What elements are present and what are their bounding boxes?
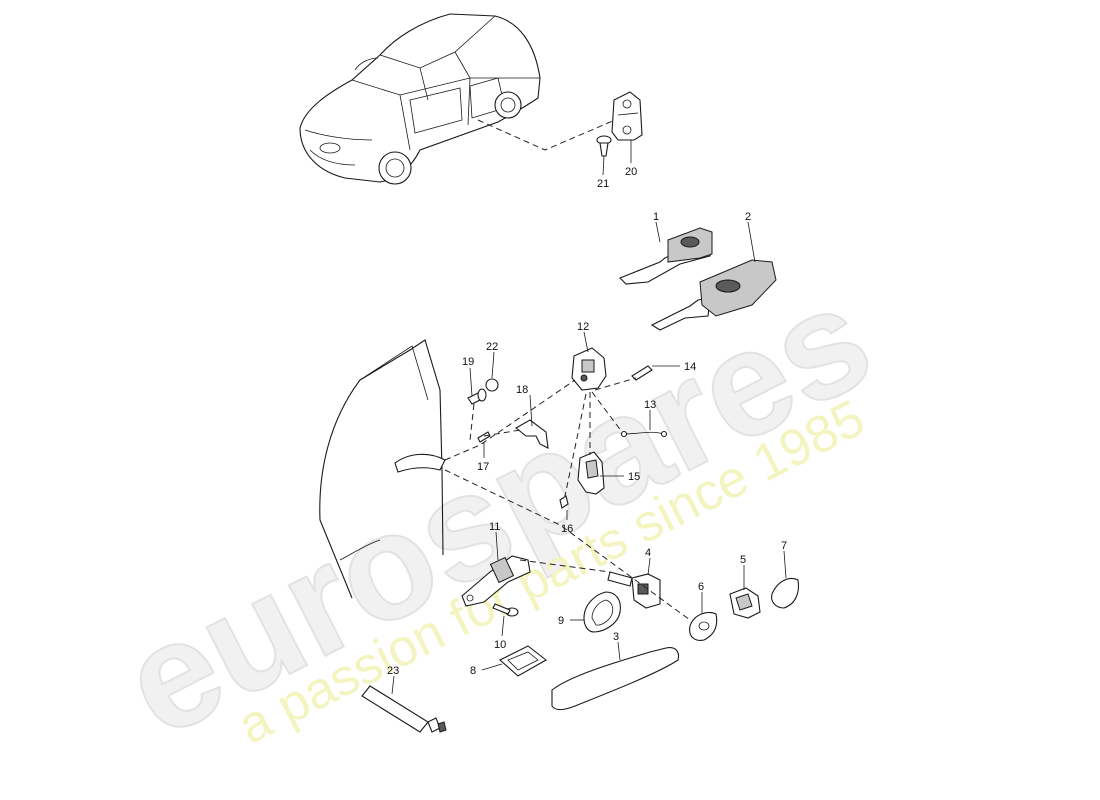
part-20-plate <box>611 91 643 141</box>
watermark: eurospares a passion for parts since 198… <box>97 251 896 770</box>
part-1-key <box>619 227 713 285</box>
part-6-cover <box>689 611 718 641</box>
callout-11: 11 <box>489 521 500 533</box>
callout-18: 18 <box>516 384 528 396</box>
callout-3: 3 <box>613 631 619 643</box>
callout-20: 20 <box>625 166 637 178</box>
callout-1: 1 <box>653 211 659 223</box>
callout-13: 13 <box>644 399 656 411</box>
callout-labels: 1 2 3 4 5 6 7 8 9 10 11 12 13 14 15 16 1… <box>387 166 787 677</box>
assembly-lines <box>444 119 691 621</box>
callout-15: 15 <box>628 471 640 483</box>
callout-2: 2 <box>745 211 751 223</box>
door-outline <box>319 339 446 599</box>
part-22-ring <box>485 378 499 392</box>
watermark-brand: eurospares <box>98 252 895 769</box>
part-18-bracket <box>515 419 549 449</box>
callout-8: 8 <box>470 665 476 677</box>
part-11-handle-carrier <box>461 555 531 607</box>
part-10-screw <box>492 603 519 617</box>
callout-9: 9 <box>558 615 564 627</box>
callout-5: 5 <box>740 554 746 566</box>
callout-12: 12 <box>577 321 589 333</box>
part-9-gasket <box>583 591 621 633</box>
callout-10: 10 <box>494 639 506 651</box>
part-13-cable <box>620 430 668 438</box>
part-7-cap <box>771 577 800 609</box>
part-21-screw <box>596 135 612 157</box>
callout-22: 22 <box>486 341 498 353</box>
callout-16: 16 <box>561 523 573 535</box>
part-16-pin <box>559 495 569 509</box>
callout-14: 14 <box>684 361 696 373</box>
callout-6: 6 <box>698 581 704 593</box>
part-8-gasket <box>499 645 547 677</box>
part-3-door-handle <box>551 647 680 711</box>
part-12-lock-housing <box>571 347 607 391</box>
callout-4: 4 <box>645 547 651 559</box>
callout-21: 21 <box>597 178 609 190</box>
part-5-cap <box>729 587 761 619</box>
part-15-lock-body <box>577 451 605 495</box>
callout-7: 7 <box>781 540 787 552</box>
part-19-bolt <box>467 388 487 405</box>
car-illustration <box>299 13 541 185</box>
leader-lines <box>391 140 787 695</box>
part-17-pin <box>477 431 491 443</box>
callout-17: 17 <box>477 461 489 473</box>
part-2-key-fob <box>650 259 777 331</box>
callout-23: 23 <box>387 665 399 677</box>
callout-19: 19 <box>462 356 474 368</box>
part-23-tube <box>361 685 447 733</box>
